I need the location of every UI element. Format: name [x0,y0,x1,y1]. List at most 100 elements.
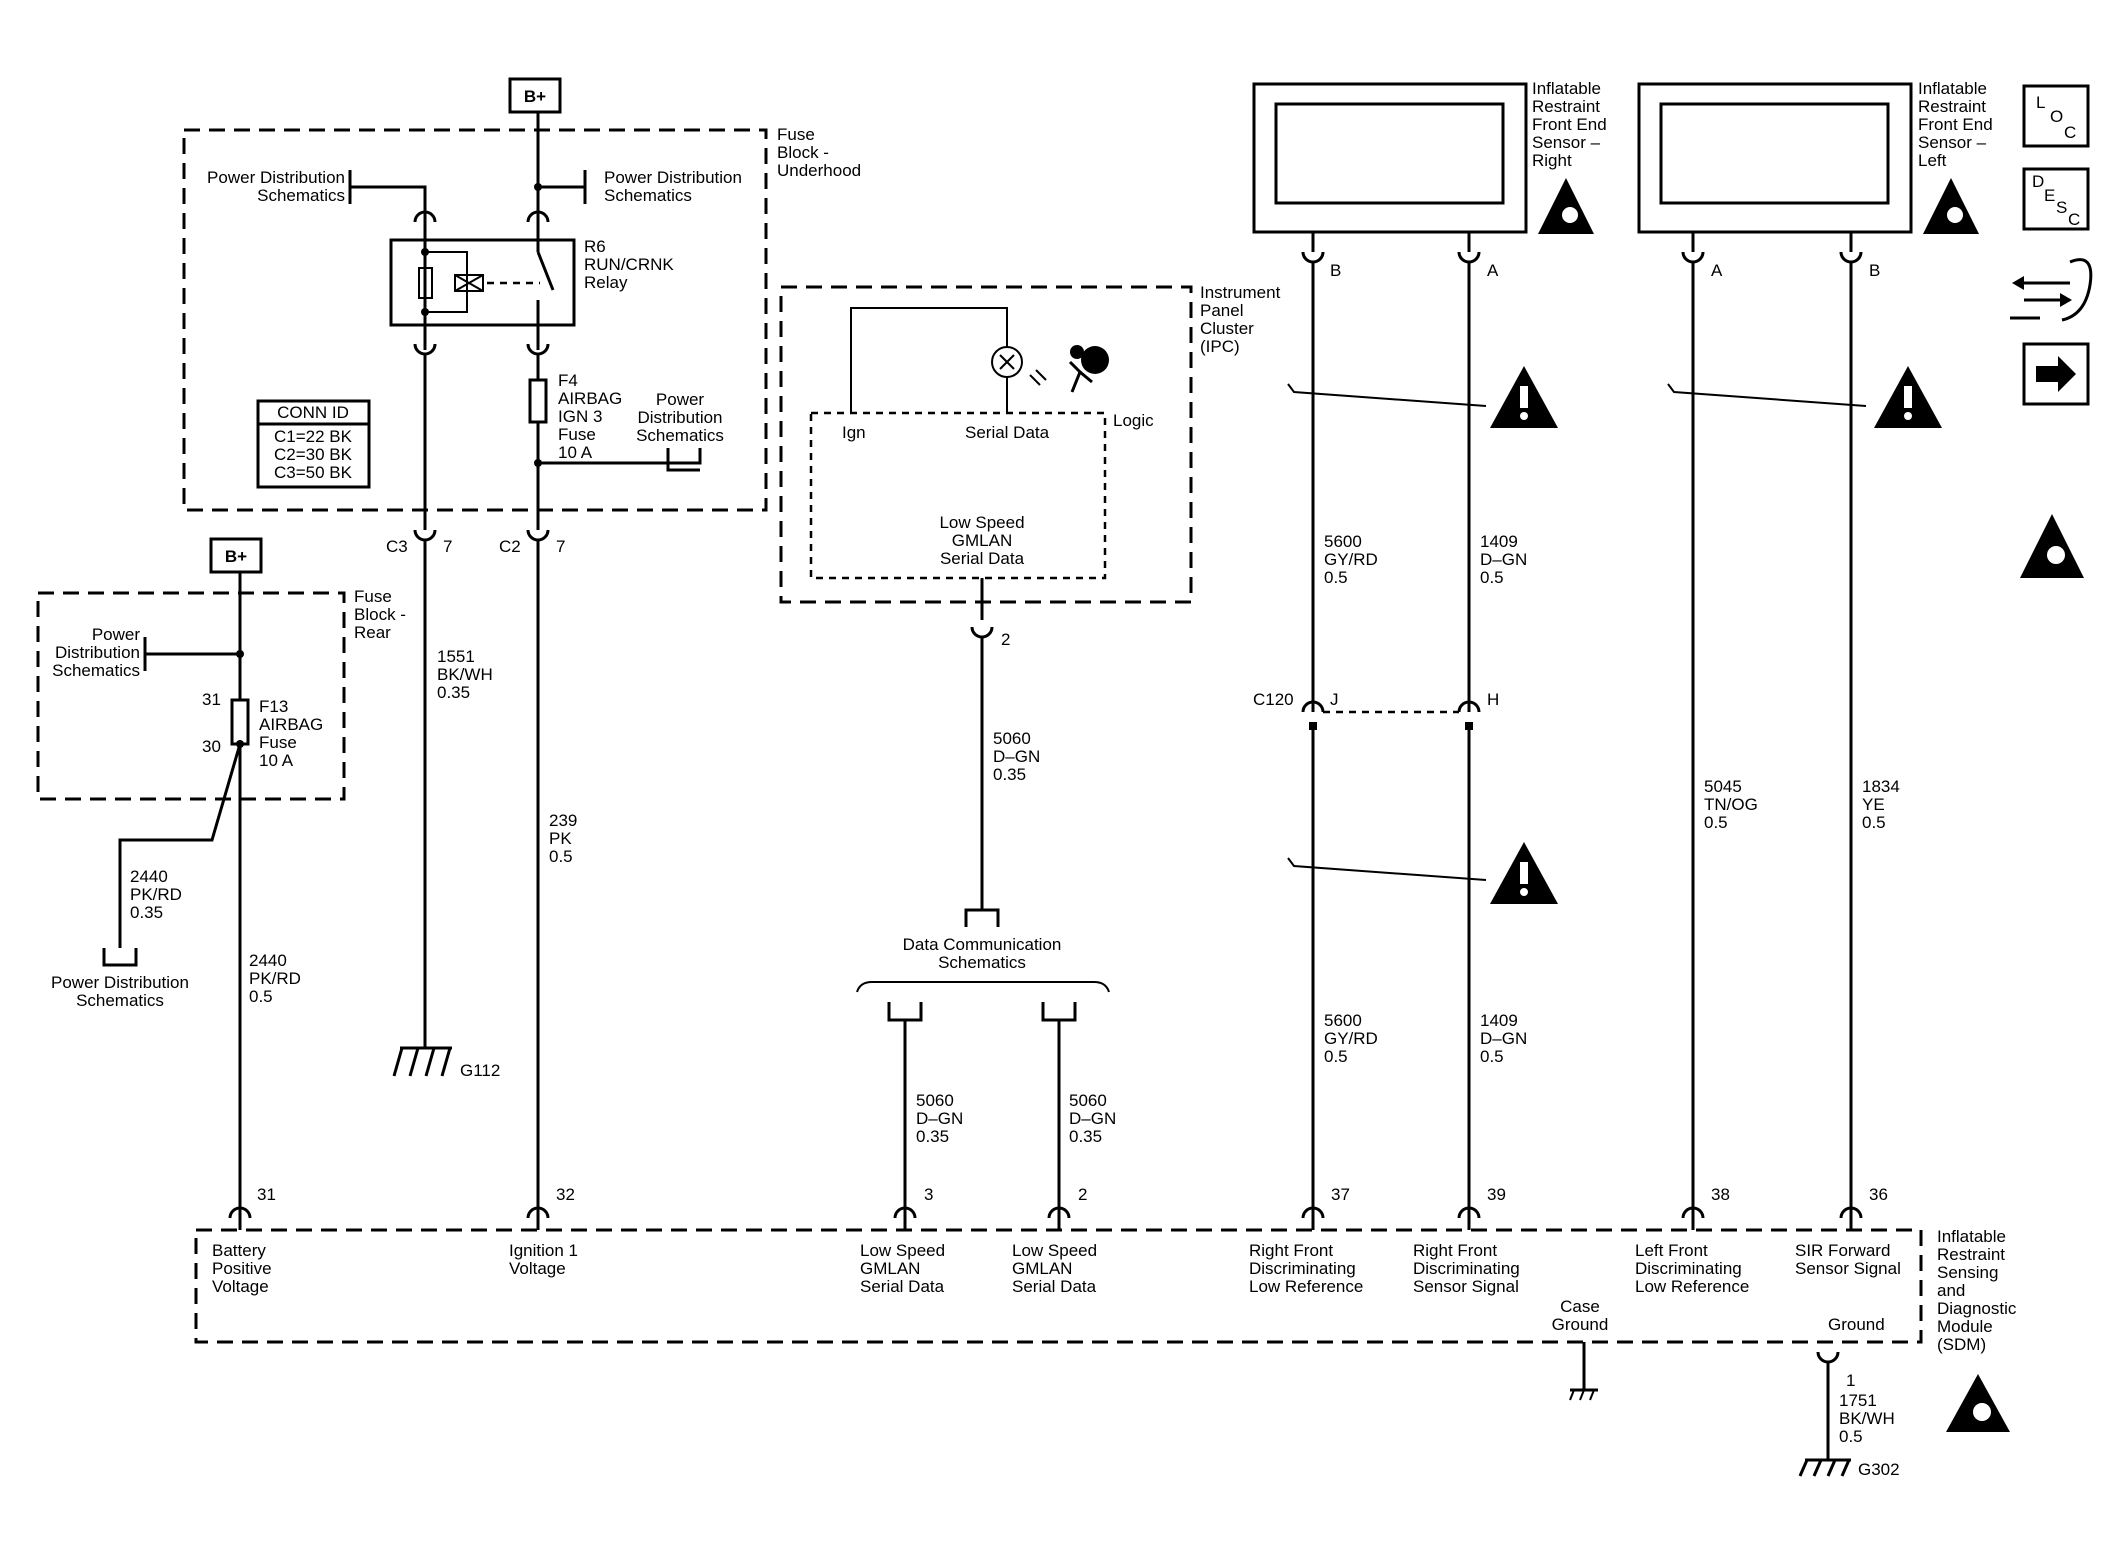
ipc-pin: 2 [1001,630,1010,649]
conn-id-table: CONN ID C1=22 BK C2=30 BK C3=50 BK [256,399,371,489]
connector-c3: C3 [386,537,408,556]
svg-text:5060: 5060 [993,729,1031,748]
svg-text:Sensor –: Sensor – [1532,133,1601,152]
svg-text:0.5: 0.5 [249,987,273,1006]
svg-text:Panel: Panel [1200,301,1243,320]
svg-text:Low Speed: Low Speed [860,1241,945,1260]
svg-text:D–GN: D–GN [1480,1029,1527,1048]
svg-text:D–GN: D–GN [993,747,1040,766]
svg-text:Power Distribution: Power Distribution [604,168,742,187]
svg-text:Serial Data: Serial Data [1012,1277,1097,1296]
warning-icon-upper-left [1874,366,1942,428]
svg-text:AIRBAG: AIRBAG [259,715,323,734]
sdm-ground-label: Ground [1828,1315,1885,1334]
svg-text:Low Speed: Low Speed [1012,1241,1097,1260]
svg-text:D–GN: D–GN [916,1109,963,1128]
svg-text:Block -: Block - [777,143,829,162]
svg-text:Right Front: Right Front [1249,1241,1333,1260]
svg-text:Low Speed: Low Speed [939,513,1024,532]
fuse-f13-pin-out: 30 [202,737,221,756]
svg-text:Ignition 1: Ignition 1 [509,1241,578,1260]
svg-text:0.5: 0.5 [1480,568,1504,587]
svg-text:5600: 5600 [1324,1011,1362,1030]
sensor-right-pin-b: B [1330,261,1341,280]
sdm-sir-warning-icon [1946,1374,2010,1432]
sdm-terminal-37: 37 Right Front Discriminating Low Refere… [1249,1185,1363,1296]
svg-text:and: and [1937,1281,1965,1300]
svg-text:Block -: Block - [354,605,406,624]
svg-text:Ground: Ground [1552,1315,1609,1334]
svg-text:Fuse: Fuse [259,733,297,752]
sensor-right-pin-a: A [1487,261,1499,280]
wire-5060-b-label: 5060 D–GN 0.35 [1069,1091,1116,1146]
svg-text:Case: Case [1560,1297,1600,1316]
svg-text:GMLAN: GMLAN [1012,1259,1072,1278]
svg-text:Rear: Rear [354,623,391,642]
sdm-terminal-2: 2 Low Speed GMLAN Serial Data [1012,1185,1097,1296]
sensor-left-box [1637,82,1913,234]
svg-text:5600: 5600 [1324,532,1362,551]
arrow-right-icon[interactable] [2022,342,2090,406]
svg-text:F13: F13 [259,697,288,716]
svg-text:0.5: 0.5 [1704,813,1728,832]
svg-text:31: 31 [257,1185,276,1204]
inline-connector-c120: C120 [1253,690,1294,709]
svg-text:0.5: 0.5 [549,847,573,866]
sdm-title: Inflatable Restraint Sensing and Diagnos… [1937,1227,2017,1354]
wire-5600-upper-label: 5600 GY/RD 0.5 [1324,532,1378,587]
svg-text:PK: PK [549,829,572,848]
svg-text:5060: 5060 [916,1091,954,1110]
sensor-right-sir-warning-icon [1538,178,1594,234]
wire-1409-lower-label: 1409 D–GN 0.5 [1480,1011,1527,1066]
svg-text:C3=50 BK: C3=50 BK [274,463,353,482]
svg-text:Front End: Front End [1532,115,1607,134]
svg-text:C: C [2064,123,2076,142]
svg-text:Underhood: Underhood [777,161,861,180]
svg-text:Sensing: Sensing [1937,1263,1998,1282]
ipc-serial-label: Serial Data [965,423,1050,442]
svg-text:1551: 1551 [437,647,475,666]
svg-text:Schematics: Schematics [636,426,724,445]
svg-text:39: 39 [1487,1185,1506,1204]
svg-text:0.5: 0.5 [1839,1427,1863,1446]
svg-text:RUN/CRNK: RUN/CRNK [584,255,674,274]
wire-5060-a-label: 5060 D–GN 0.35 [916,1091,963,1146]
sdm-box [194,1228,1923,1344]
fuse-f13-pin-in: 31 [202,690,221,709]
svg-text:CONN ID: CONN ID [277,403,349,422]
svg-text:Schematics: Schematics [604,186,692,205]
svg-text:Serial Data: Serial Data [940,549,1025,568]
svg-text:GY/RD: GY/RD [1324,1029,1378,1048]
svg-text:SIR Forward: SIR Forward [1795,1241,1890,1260]
connector-icon[interactable] [2010,258,2093,322]
svg-text:Serial Data: Serial Data [860,1277,945,1296]
svg-text:Distribution: Distribution [55,643,140,662]
svg-text:Positive: Positive [212,1259,272,1278]
svg-text:10 A: 10 A [558,443,593,462]
sir-warning-icon-right-margin [2020,514,2084,578]
svg-text:0.35: 0.35 [993,765,1026,784]
svg-text:Sensor –: Sensor – [1918,133,1987,152]
airbag-indicator-lamp-icon [991,346,1047,413]
desc-icon[interactable]: D E S C [2022,167,2090,231]
svg-text:Data Communication: Data Communication [903,935,1062,954]
svg-text:0.5: 0.5 [1324,1047,1348,1066]
svg-text:0.35: 0.35 [437,683,470,702]
svg-text:Cluster: Cluster [1200,319,1254,338]
svg-text:Discriminating: Discriminating [1413,1259,1520,1278]
svg-text:Right Front: Right Front [1413,1241,1497,1260]
svg-text:BK/WH: BK/WH [437,665,493,684]
svg-text:Fuse: Fuse [354,587,392,606]
svg-text:Power: Power [656,390,705,409]
svg-text:Sensor Signal: Sensor Signal [1795,1259,1901,1278]
loc-icon[interactable]: L O C [2022,84,2090,148]
ipc-title: Instrument Panel Cluster (IPC) [1200,283,1281,356]
fuse-f4-label: F4 AIRBAG IGN 3 Fuse 10 A [558,371,622,462]
svg-text:Schematics: Schematics [76,991,164,1010]
svg-text:Diagnostic: Diagnostic [1937,1299,2017,1318]
svg-text:0.5: 0.5 [1862,813,1886,832]
svg-text:5045: 5045 [1704,777,1742,796]
svg-text:C1=22 BK: C1=22 BK [274,427,353,446]
svg-text:Left Front: Left Front [1635,1241,1708,1260]
